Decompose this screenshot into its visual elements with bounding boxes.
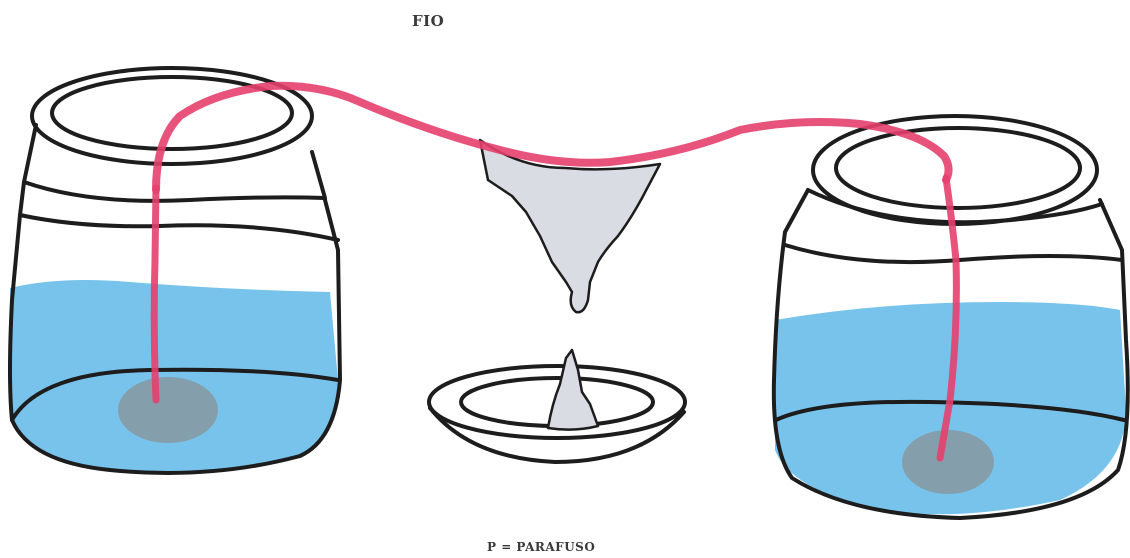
- dish: [429, 350, 685, 462]
- left-jar-shoulder: [20, 215, 338, 240]
- right-jar-sediment: [902, 430, 994, 494]
- right-jar-rim-inner: [836, 128, 1080, 208]
- left-jar-neck: [24, 152, 325, 201]
- left-jar-string: [154, 188, 156, 400]
- stalagmite: [548, 350, 598, 430]
- left-jar: [10, 68, 340, 473]
- left-jar-neck-left: [24, 125, 36, 182]
- left-jar-sediment: [118, 377, 218, 443]
- label-parafuso: P = PARAFUSO: [487, 540, 595, 554]
- label-fio: FIO: [412, 12, 444, 30]
- left-jar-water: [10, 280, 338, 472]
